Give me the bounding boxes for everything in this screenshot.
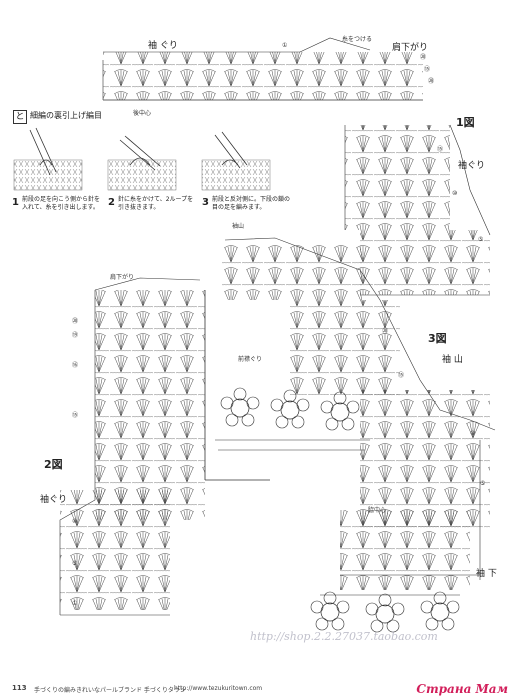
sleeve-top-label: 袖山 xyxy=(232,223,245,230)
row-number: ⑲ xyxy=(72,332,79,339)
row-number: ⑮ xyxy=(72,412,79,419)
row-number: ⑩ xyxy=(470,430,476,437)
sleeve-bottom-label: 袖 下 xyxy=(476,569,497,579)
row-number: ⑤ xyxy=(72,560,78,567)
row-number: ⑮ xyxy=(424,66,431,73)
fig1-chart xyxy=(344,124,491,296)
sleeve-edging-label: 袖 ぐり xyxy=(148,41,178,51)
page-number: 113 xyxy=(12,684,27,692)
technique-title: 細編の裏引上げ編目 xyxy=(30,111,102,120)
brand-logo: Страна Мам xyxy=(416,682,508,696)
row-number: ⑮ xyxy=(398,372,405,379)
fig3-label: 3図 xyxy=(428,332,447,345)
shoulder-drop-top-label: 肩下がり xyxy=(392,43,429,53)
footer-url: http://www.tezukuritown.com xyxy=(174,685,263,692)
side-center-label: 脇中心 xyxy=(368,507,387,514)
step-3-number: 3 xyxy=(202,197,209,208)
row-number: ⑤ xyxy=(478,236,484,243)
technique-icon: と xyxy=(13,110,27,124)
row-number: ⑯ xyxy=(72,362,79,369)
fig2-label: 2図 xyxy=(44,458,63,471)
row-number: ㉘ xyxy=(428,78,435,85)
step-2-number: 2 xyxy=(108,197,115,208)
watermark-url: http://shop.2.2.27037.taobao.com xyxy=(250,630,438,643)
fig2-chart xyxy=(59,277,270,616)
step-1-text: 前段の足を向こう側から針を入れて、糸を引き出します。 xyxy=(22,196,101,211)
top-edging-chart xyxy=(102,37,423,101)
row-number: ⑳ xyxy=(72,318,79,325)
fig3-chart xyxy=(222,237,496,590)
step-3-text: 前段と反対側に。下段の鎖の目の足を編みます。 xyxy=(212,196,291,211)
center-label: 後中心 xyxy=(133,110,152,117)
front-neck-flowers xyxy=(215,387,370,451)
bottom-flowers xyxy=(310,591,460,633)
front-neck-label: 前襟ぐり xyxy=(238,356,263,363)
row-number: ① xyxy=(72,600,78,607)
row-number: ⑤ xyxy=(480,480,486,487)
step-2-text: 針に糸をかけて、2ループを引き抜きます。 xyxy=(118,196,194,211)
row-number: ⑳ xyxy=(382,328,389,335)
technique-illustrations xyxy=(13,127,271,191)
row-number: ⑮ xyxy=(437,146,444,153)
sleeve-hole-1-label: 袖ぐり xyxy=(458,161,486,171)
fig1-label: 1図 xyxy=(456,116,475,129)
row-number: ⑳ xyxy=(420,54,427,61)
step-1-number: 1 xyxy=(12,197,19,208)
attach-yarn-label: 糸をつける xyxy=(342,36,373,43)
footer-text: 手づくりの編みきれいなパールブランド 手づくりタウン xyxy=(34,687,186,694)
shoulder-drop-left-label: 肩下がり xyxy=(110,274,135,281)
row-number: ① xyxy=(282,42,288,49)
row-number: ⑩ xyxy=(72,518,78,525)
sleeve-hole-2-label: 袖ぐり xyxy=(40,495,68,505)
row-number: ⑩ xyxy=(452,190,458,197)
sleeve-cap-label: 袖 山 xyxy=(442,355,463,365)
